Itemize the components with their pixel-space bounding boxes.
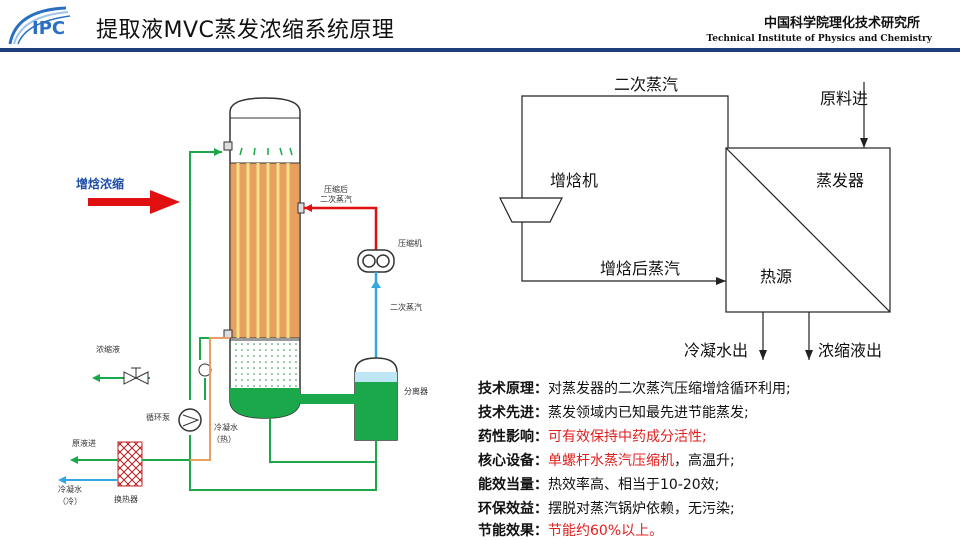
label-rd-condensate-out: 冷凝水出 bbox=[684, 341, 748, 360]
org-name-cn: 中国科学院理化技术研究所 bbox=[763, 16, 920, 31]
bullet-efficiency: 能效当量：热效率高、相当于10-20效; bbox=[478, 477, 720, 493]
bullet-core-equipment: 核心设备：单螺杆水蒸汽压缩机，高温升; bbox=[478, 453, 735, 469]
label-condensate-cold-1: 冷凝水 bbox=[58, 484, 82, 494]
label-rd-heat-source: 热源 bbox=[760, 267, 792, 286]
label-condensate-hot-1: 冷凝水 bbox=[214, 422, 238, 432]
label-condensate-hot-2: （热） bbox=[212, 434, 236, 444]
label-compressed-1: 压缩后 bbox=[324, 184, 348, 194]
ipc-logo: IPC bbox=[6, 4, 86, 48]
org-name-en: Technical Institute of Physics and Chemi… bbox=[706, 34, 932, 44]
label-raw-in: 原液进 bbox=[72, 438, 96, 448]
principle-block-diagram: 二次蒸汽 原料进 增焓机 蒸发器 增焓后蒸汽 热源 冷凝水出 浓缩液出 bbox=[499, 75, 891, 360]
evaporator-column bbox=[223, 97, 305, 419]
label-separator: 分离器 bbox=[404, 386, 428, 396]
enthalpy-arrow bbox=[88, 190, 180, 214]
label-rd-evaporator: 蒸发器 bbox=[816, 171, 864, 190]
label-concentrate-heat: 增焓浓缩 bbox=[76, 176, 124, 191]
heat-exchanger bbox=[117, 441, 143, 487]
label-rd-secondary-steam: 二次蒸汽 bbox=[614, 75, 678, 94]
page-title: 提取液MVC蒸发浓缩系统原理 bbox=[96, 18, 395, 43]
label-compressor: 压缩机 bbox=[398, 238, 422, 248]
bullet-energy-saving: 节能效果：节能约60%以上。 bbox=[478, 523, 664, 539]
bullet-efficacy: 药性影响：可有效保持中药成分活性; bbox=[478, 429, 707, 445]
label-rd-enthalpy-machine: 增焓机 bbox=[550, 171, 598, 190]
compressor bbox=[357, 249, 395, 273]
bullet-environment: 环保效益：摆脱对蒸汽锅炉依赖，无污染; bbox=[478, 501, 735, 517]
label-heat-exchanger: 换热器 bbox=[114, 494, 138, 504]
label-pump: 循环泵 bbox=[146, 412, 170, 422]
label-rd-concentrate-out: 浓缩液出 bbox=[818, 341, 882, 360]
label-rd-heated-steam: 增焓后蒸汽 bbox=[600, 259, 680, 278]
logo-text: IPC bbox=[32, 18, 65, 39]
valve-icon bbox=[123, 367, 149, 385]
separator-vessel bbox=[354, 357, 398, 441]
label-compressed-2: 二次蒸汽 bbox=[320, 194, 352, 204]
label-condensate-cold-2: （冷） bbox=[58, 496, 82, 506]
mvc-process-diagram: 增焓浓缩 压缩后 二次蒸汽 压缩机 二次蒸汽 分离器 浓缩液 bbox=[58, 97, 428, 506]
label-rd-feed-in: 原料进 bbox=[820, 89, 868, 108]
label-secondary-steam: 二次蒸汽 bbox=[390, 302, 422, 312]
header-divider bbox=[0, 48, 960, 52]
label-concentrate: 浓缩液 bbox=[96, 344, 120, 354]
bullet-principle: 技术原理：对蒸发器的二次蒸汽压缩增焓循环利用; bbox=[478, 381, 791, 397]
bullet-advanced: 技术先进：蒸发领域内已知最先进节能蒸发; bbox=[478, 405, 749, 421]
